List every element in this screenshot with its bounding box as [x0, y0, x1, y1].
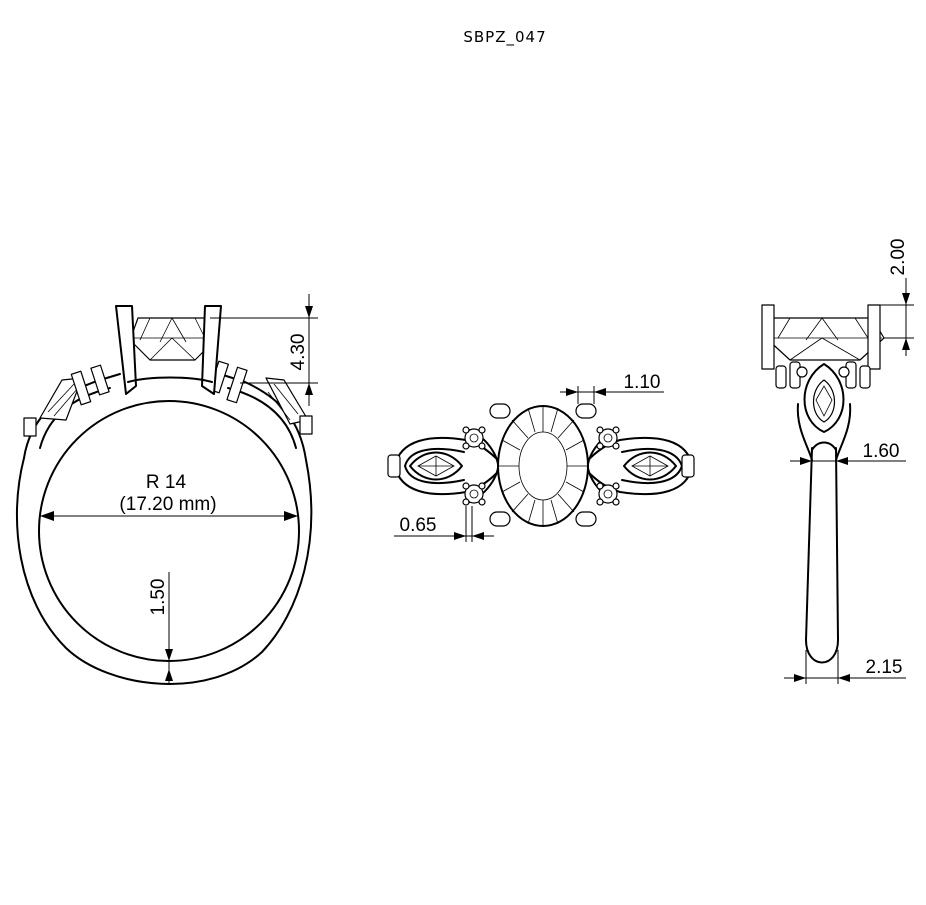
left-prong-a [70, 370, 92, 406]
dim-stone-height: 2.00 [888, 239, 909, 276]
top-view: 1.10 0.65 [387, 372, 695, 542]
accent-stone-tr [596, 426, 620, 450]
ring-diameter-label: (17.20 mm) [119, 494, 216, 515]
band-outline-outer [15, 457, 313, 685]
left-band-tab [23, 417, 37, 437]
accent-stone-tl [462, 426, 486, 450]
top-prong-tr [575, 403, 597, 419]
top-prong-br [575, 511, 597, 527]
dim-band-thickness: 1.50 [148, 579, 169, 616]
dim-setting-height: 4.30 [288, 334, 309, 371]
accent-stone-br [596, 482, 620, 506]
center-prong-right [201, 305, 222, 395]
drawing-title: SBPZ_047 [463, 28, 546, 47]
dim-shoulder-width: 1.60 [863, 441, 900, 462]
dim-accent-gap: 0.65 [400, 515, 437, 536]
side-center-stone [765, 317, 885, 361]
side-marquise-stone [812, 379, 836, 423]
right-band-tab [299, 415, 313, 435]
center-basket [127, 376, 213, 383]
side-shank [805, 447, 839, 664]
side-accent-row [775, 361, 871, 389]
side-prong-left [761, 304, 775, 370]
front-view: 4.30 R 14 (17.20 mm) 1.50 [15, 294, 318, 685]
top-prong-bl [489, 511, 511, 527]
dim-prong-width: 1.10 [624, 372, 661, 393]
left-prong-b [90, 364, 110, 396]
ring-size-label: R 14 [146, 472, 187, 493]
center-prong-left [115, 305, 137, 395]
dim-band-width: 2.15 [866, 657, 903, 678]
accent-stone-bl [462, 482, 486, 506]
top-prong-tl [489, 403, 511, 419]
side-view: 2.00 1.60 2.15 [761, 239, 914, 684]
side-prong-right [867, 304, 881, 370]
right-prong-a [226, 366, 248, 404]
